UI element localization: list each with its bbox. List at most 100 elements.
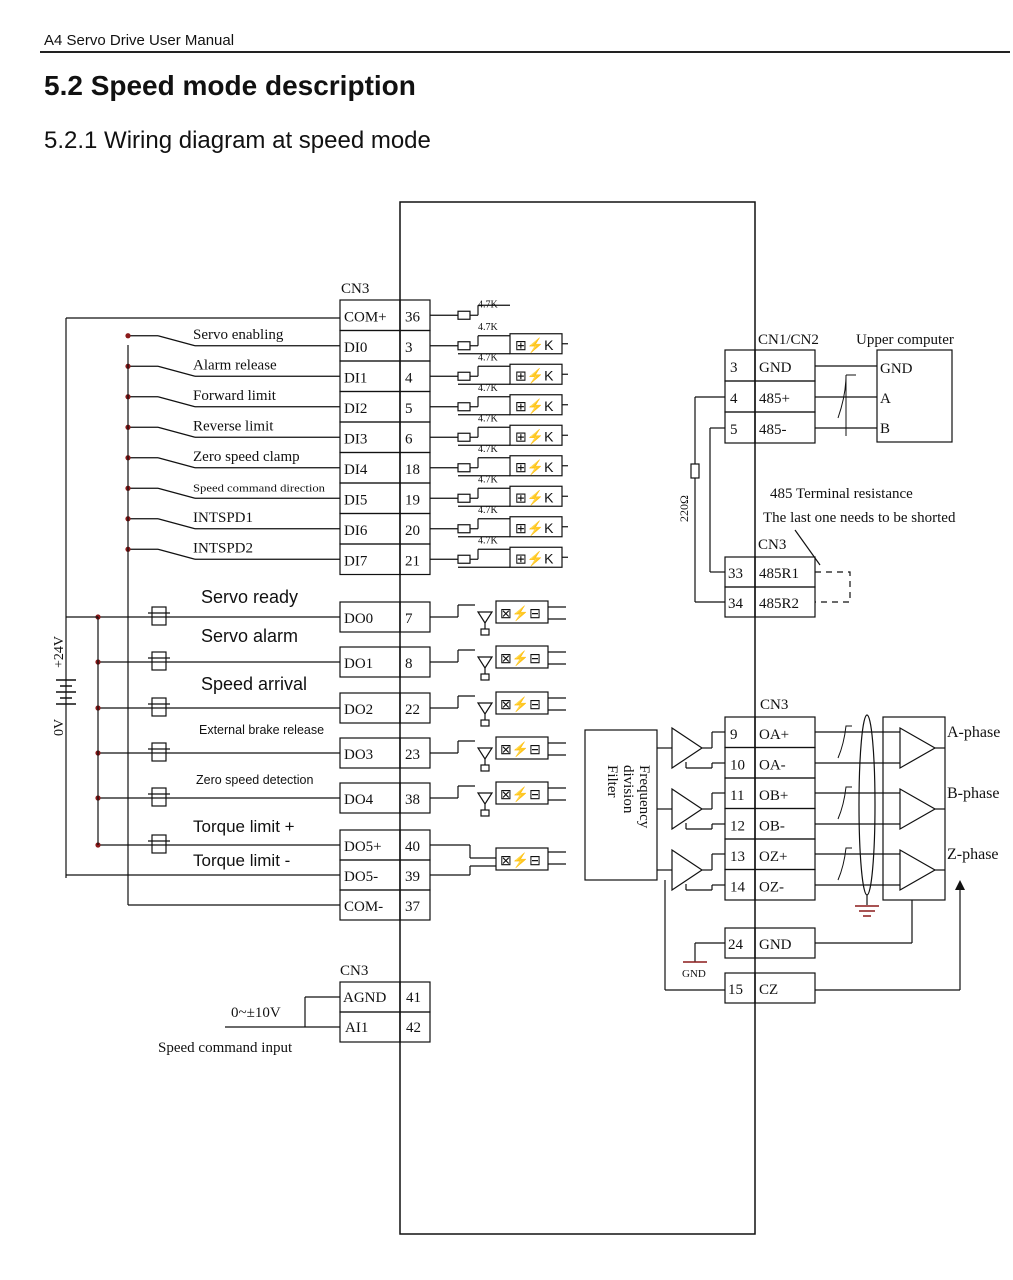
- do-pin-name: DO1: [344, 656, 373, 672]
- line-driver: [671, 848, 704, 892]
- term-pin-name: 485R1: [759, 566, 799, 582]
- input-resistor: [457, 493, 471, 503]
- di-pin-num: 19: [405, 492, 420, 508]
- terminal-note-1: 485 Terminal resistance: [770, 486, 913, 502]
- enc-pin-name: OZ-: [759, 880, 784, 896]
- do-num-cell: [399, 889, 431, 921]
- term-pin-num: 34: [728, 596, 744, 612]
- enc-pin-name: OB-: [759, 819, 785, 835]
- opto-glyph: ⊞⚡K: [515, 550, 554, 567]
- output-transistor: [476, 747, 494, 761]
- opto-glyph: ⊞⚡K: [515, 337, 554, 354]
- resistor-value: 4.7K: [478, 444, 499, 455]
- power-supply-24v: +24V 0V: [52, 318, 76, 878]
- do-pin-num: 37: [405, 899, 421, 915]
- do-pin-num: 38: [405, 792, 420, 808]
- do-label: Torque limit -: [193, 851, 290, 870]
- switch-contact: [157, 335, 196, 347]
- di-label: INTSPD1: [193, 510, 253, 526]
- cn3-label-analog: CN3: [340, 963, 368, 979]
- di-label: INTSPD2: [193, 540, 253, 556]
- upper-computer-title: Upper computer: [856, 332, 954, 348]
- do-pin-name: COM-: [344, 899, 383, 915]
- relay-coil: [151, 834, 167, 854]
- pin-ai1-name: AI1: [345, 1020, 368, 1036]
- manual-header: A4 Servo Drive User Manual: [44, 32, 235, 49]
- term-name-cell: [754, 586, 816, 618]
- input-resistor: [457, 371, 471, 381]
- do-label: Servo ready: [201, 587, 298, 607]
- phase-label: B-phase: [947, 785, 999, 802]
- pin-agnd-name: AGND: [343, 990, 386, 1006]
- upper-computer-box: [876, 349, 953, 443]
- subsection-title: 5.2.1 Wiring diagram at speed mode: [44, 127, 431, 154]
- opto-glyph: ⊞⚡K: [515, 520, 554, 537]
- di-pin-num: 18: [405, 462, 420, 478]
- section-title: 5.2 Speed mode description: [44, 70, 416, 101]
- do-pin-name: DO0: [344, 611, 373, 627]
- comm-pin-name: 485+: [759, 391, 790, 407]
- pin-41-num: 41: [406, 990, 421, 1006]
- output-optocoupler: [495, 691, 549, 715]
- cn3-label-term: CN3: [758, 537, 786, 553]
- line-receiver: [899, 787, 937, 831]
- terminal-note-2: The last one needs to be shorted: [763, 510, 956, 526]
- gnd-symbol-label: GND: [682, 968, 706, 980]
- output-transistor: [476, 656, 494, 670]
- supply-zero-label: 0V: [52, 719, 67, 736]
- di-pin-num: 21: [405, 553, 420, 569]
- relay-coil: [151, 742, 167, 762]
- junction-dot: [125, 333, 131, 339]
- di-pin-name: DI6: [344, 523, 368, 539]
- twist-mark: [837, 725, 852, 759]
- output-transistor: [476, 702, 494, 716]
- resistor-value: 4.7K: [478, 535, 499, 546]
- cz-name-cell: [754, 972, 816, 1004]
- filter-label-line: division: [620, 765, 636, 814]
- analog-caption: Speed command input: [158, 1040, 293, 1056]
- twist-mark: [837, 786, 852, 820]
- di-label: Zero speed clamp: [193, 449, 300, 465]
- output-resistor: [480, 719, 490, 727]
- comm-pin-num: 4: [730, 391, 738, 407]
- cn3-label-di: CN3: [341, 281, 369, 297]
- filter-box: [584, 729, 658, 881]
- comm-pin-num: 3: [730, 360, 738, 376]
- comm-pin-name: 485-: [759, 422, 787, 438]
- switch-contact: [157, 457, 196, 469]
- relay-coil: [151, 697, 167, 717]
- do-label: Zero speed detection: [196, 773, 313, 787]
- opto-glyph: ⊞⚡K: [515, 367, 554, 384]
- do-label: External brake release: [199, 723, 324, 737]
- do-label: Torque limit +: [193, 817, 295, 836]
- line-driver: [671, 726, 704, 770]
- input-resistor: [457, 524, 471, 534]
- relay-coil: [151, 606, 167, 626]
- phase-label: A-phase: [947, 724, 1000, 741]
- do-pin-name: DO5-: [344, 869, 378, 885]
- switch-contact: [157, 426, 196, 438]
- filter-label-line: Filter: [604, 765, 620, 798]
- output-resistor: [480, 809, 490, 817]
- di-label: Forward limit: [193, 388, 277, 404]
- comm-header: CN1/CN2: [758, 332, 819, 348]
- term-pin-num: 33: [728, 566, 743, 582]
- di-pin-name: COM+: [344, 309, 387, 325]
- enc-pin-num: 13: [730, 849, 745, 865]
- di-pin-name: DI1: [344, 370, 367, 386]
- di-label: Speed command direction: [193, 482, 326, 494]
- opto-glyph: ⊞⚡K: [515, 398, 554, 415]
- opto-glyph: ⊠⚡⊟: [500, 696, 541, 713]
- output-optocoupler: [495, 645, 549, 669]
- resistor-value: 4.7K: [478, 322, 499, 333]
- di-pin-name: DI4: [344, 462, 368, 478]
- twist-mark: [837, 847, 852, 881]
- output-optocoupler: [495, 736, 549, 760]
- opto-glyph: ⊠⚡⊟: [500, 605, 541, 622]
- input-resistor: [457, 341, 471, 351]
- di-label: Alarm release: [193, 357, 277, 373]
- resistor-value: 4.7K: [478, 383, 499, 394]
